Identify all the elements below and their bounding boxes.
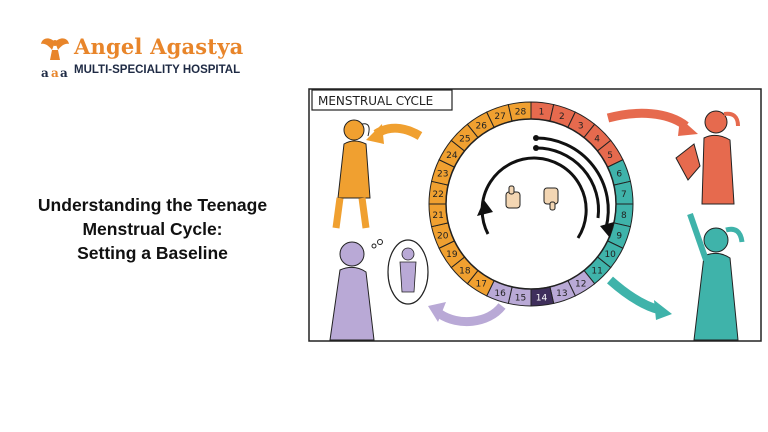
day-label-13: 13 [556, 289, 567, 299]
day-label-10: 10 [604, 250, 616, 260]
day-label-14: 14 [536, 293, 548, 303]
day-label-24: 24 [446, 151, 458, 161]
day-label-20: 20 [437, 231, 449, 241]
day-label-18: 18 [459, 267, 471, 277]
day-label-26: 26 [476, 121, 488, 131]
thumbs-up-icon [505, 185, 521, 209]
day-label-12: 12 [575, 280, 586, 290]
day-label-7: 7 [621, 190, 627, 200]
day-label-1: 1 [539, 108, 545, 118]
day-label-4: 4 [594, 134, 600, 144]
arrow-head-left-icon [477, 200, 493, 216]
day-label-6: 6 [616, 170, 622, 180]
thumbs-down-icon [543, 187, 559, 211]
panel-title: MENSTRUAL CYCLE [318, 94, 433, 108]
day-label-22: 22 [432, 190, 443, 200]
ovulation-figure [329, 239, 429, 341]
day-label-25: 25 [459, 134, 470, 144]
day-label-3: 3 [578, 121, 584, 131]
arrow-head-right-icon [600, 222, 614, 238]
day-label-2: 2 [559, 112, 565, 122]
arrow-to-ovulation-figure [437, 302, 506, 327]
svg-text:a: a [51, 66, 59, 80]
day-label-5: 5 [607, 151, 613, 161]
luteal-figure [332, 119, 371, 229]
day-label-21: 21 [432, 211, 443, 221]
angel-logo-icon: a a a [41, 38, 69, 80]
panel-title-box [311, 89, 453, 111]
hospital-logo: a a a Angel Agastya MULTI-SPECIALITY HOS… [38, 34, 258, 82]
brand-subtitle: MULTI-SPECIALITY HOSPITAL [74, 64, 241, 76]
svg-text:a: a [60, 66, 68, 80]
brand-name: Angel Agastya [74, 34, 244, 59]
day-label-19: 19 [446, 250, 458, 260]
day-label-8: 8 [621, 211, 627, 221]
headline-line-2: Menstrual Cycle: [82, 219, 223, 239]
day-label-15: 15 [515, 293, 526, 303]
day-label-16: 16 [494, 289, 506, 299]
page-headline: Understanding the Teenage Menstrual Cycl… [0, 193, 305, 265]
day-label-11: 11 [591, 267, 602, 277]
svg-text:a: a [41, 66, 49, 80]
day-label-17: 17 [476, 280, 487, 290]
day-label-23: 23 [437, 170, 448, 180]
menstrual-figure [675, 110, 740, 205]
day-label-27: 27 [494, 112, 505, 122]
headline-line-1: Understanding the Teenage [37, 195, 268, 215]
follicular-figure [687, 213, 745, 341]
headline-line-3: Setting a Baseline [77, 243, 228, 263]
inner-arrow-path [480, 156, 588, 239]
day-label-9: 9 [616, 231, 622, 241]
day-label-28: 28 [515, 108, 527, 118]
